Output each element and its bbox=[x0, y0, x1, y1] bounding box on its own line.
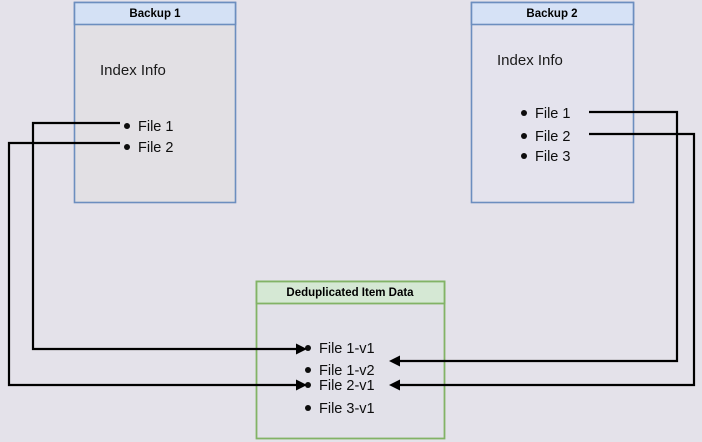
list-item[interactable]: File 1 bbox=[124, 119, 173, 135]
backup-1-item-1-label: File 2 bbox=[138, 140, 173, 156]
dedup-item-3-label: File 3-v1 bbox=[319, 401, 375, 417]
dedup-list: File 1-v1 File 1-v2 File 2-v1 File 3-v1 bbox=[305, 341, 375, 417]
backup-2-body bbox=[470, 1, 635, 204]
backup-2-list: File 1 File 2 File 3 bbox=[521, 106, 570, 165]
list-item[interactable]: File 1-v2 bbox=[305, 363, 375, 379]
dedup-item-0-label: File 1-v1 bbox=[319, 341, 375, 357]
connector-backup1-file1-to-file1v1 bbox=[31, 121, 307, 355]
backup-2-header-bar bbox=[470, 1, 635, 26]
backup-1-title: Backup 1 bbox=[129, 8, 181, 20]
backup-2-item-1-label: File 2 bbox=[535, 129, 570, 145]
connector-backup1-file2-to-file2v1 bbox=[7, 141, 307, 391]
connector-backup2-file2-to-file2v1 bbox=[389, 132, 696, 391]
dedup-title: Deduplicated Item Data bbox=[286, 287, 414, 299]
dedup-item-1-label: File 1-v2 bbox=[319, 363, 375, 379]
backup-1-item-0-label: File 1 bbox=[138, 119, 173, 135]
bullet-icon bbox=[521, 133, 527, 139]
bullet-icon bbox=[124, 144, 130, 150]
list-item[interactable]: File 1 bbox=[521, 106, 570, 122]
backup-1-list: File 1 File 2 bbox=[124, 119, 173, 156]
backup-1-header-bar bbox=[73, 1, 237, 26]
list-item[interactable]: File 3 bbox=[521, 149, 570, 165]
arrow-head-icon bbox=[389, 379, 400, 391]
bullet-icon bbox=[124, 123, 130, 129]
backup-1-heading: Index Info bbox=[100, 62, 166, 79]
list-item[interactable]: File 2-v1 bbox=[305, 378, 375, 394]
arrow-head-icon bbox=[296, 379, 307, 391]
bullet-icon bbox=[521, 153, 527, 159]
backup-2-item-2-label: File 3 bbox=[535, 149, 570, 165]
bullet-icon bbox=[305, 345, 311, 351]
bullet-icon bbox=[521, 110, 527, 116]
bullet-icon bbox=[305, 405, 311, 411]
arrow-head-icon bbox=[296, 343, 307, 355]
arrow-head-icon bbox=[389, 355, 400, 367]
list-item[interactable]: File 1-v1 bbox=[305, 341, 375, 357]
backup-1-body bbox=[73, 1, 237, 204]
list-item[interactable]: File 2 bbox=[521, 129, 570, 145]
backup-2-title: Backup 2 bbox=[526, 8, 577, 20]
backup-1-box[interactable]: Backup 1 Index Info File 1 File 2 bbox=[73, 1, 237, 204]
backup-2-box[interactable]: Backup 2 Index Info File 1 File 2 File 3 bbox=[470, 1, 635, 204]
dedup-header-bar bbox=[255, 280, 446, 305]
bullet-icon bbox=[305, 367, 311, 373]
connector-backup2-file1-to-file1v2 bbox=[389, 110, 679, 367]
dedup-item-2-label: File 2-v1 bbox=[319, 378, 375, 394]
list-item[interactable]: File 3-v1 bbox=[305, 401, 375, 417]
backup-2-heading: Index Info bbox=[497, 52, 563, 69]
list-item[interactable]: File 2 bbox=[124, 140, 173, 156]
bullet-icon bbox=[305, 382, 311, 388]
backup-2-item-0-label: File 1 bbox=[535, 106, 570, 122]
